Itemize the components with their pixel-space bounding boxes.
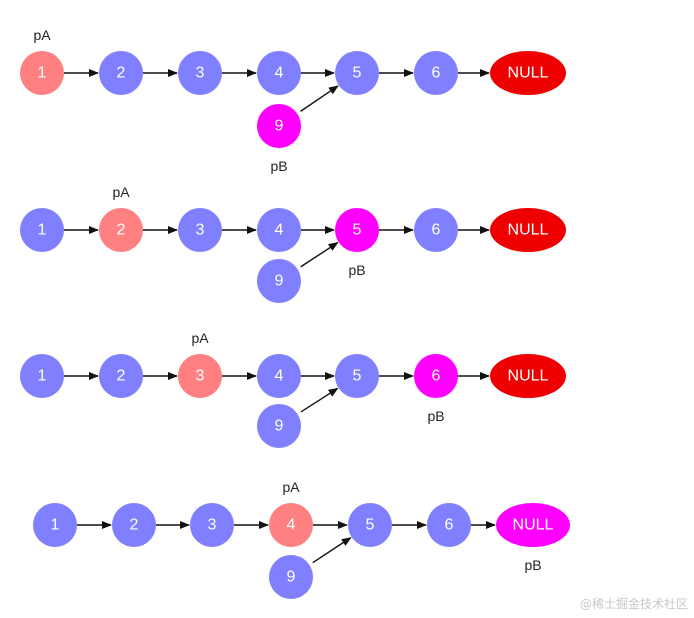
node-3-label: 3 [196, 65, 205, 82]
pointer-pa-label: pA [33, 27, 51, 43]
node-1 [33, 503, 77, 547]
node-3 [190, 503, 234, 547]
node-6-label: 6 [432, 65, 441, 82]
node-4-label: 4 [275, 222, 284, 239]
node-9 [257, 259, 301, 303]
node-2-label: 2 [117, 368, 126, 385]
arrow-9-5 [300, 85, 339, 112]
arrow-9-5 [312, 537, 352, 564]
node-2 [99, 208, 143, 252]
node-5-label: 5 [353, 222, 362, 239]
null-node [490, 208, 566, 252]
node-1 [20, 354, 64, 398]
step-2: 1 2 3 4 5 6 NULL 9 pA pB [20, 184, 566, 303]
node-2-label: 2 [130, 517, 139, 534]
node-5-label: 5 [353, 65, 362, 82]
node-4-label: 4 [275, 65, 284, 82]
node-3-label: 3 [196, 368, 205, 385]
node-1-label: 1 [38, 368, 47, 385]
node-2 [99, 354, 143, 398]
arrow-9-5 [300, 387, 339, 413]
node-4 [257, 208, 301, 252]
node-9 [269, 555, 313, 599]
node-6 [414, 51, 458, 95]
node-3 [178, 208, 222, 252]
node-4 [269, 503, 313, 547]
node-2-label: 2 [117, 65, 126, 82]
pointer-pb-label: pB [427, 408, 444, 424]
node-6 [414, 208, 458, 252]
null-node-label: NULL [508, 65, 549, 82]
pointer-pb-label: pB [348, 262, 365, 278]
node-2 [99, 51, 143, 95]
node-6-label: 6 [432, 368, 441, 385]
pointer-pa-label: pA [282, 479, 300, 495]
node-6 [427, 503, 471, 547]
pointer-pa-label: pA [191, 330, 209, 346]
node-1-label: 1 [38, 65, 47, 82]
node-9-label: 9 [287, 569, 296, 586]
watermark: @稀土掘金技术社区 [580, 596, 688, 611]
node-4-label: 4 [275, 368, 284, 385]
node-1 [20, 208, 64, 252]
node-3-label: 3 [196, 222, 205, 239]
node-2 [112, 503, 156, 547]
null-node-label: NULL [513, 517, 554, 534]
arrow-9-5 [300, 242, 339, 268]
null-node [490, 51, 566, 95]
node-2-label: 2 [117, 222, 126, 239]
node-4 [257, 354, 301, 398]
node-5 [335, 208, 379, 252]
node-5-label: 5 [366, 517, 375, 534]
step-1: 1 2 3 4 5 6 NULL 9 pA pB [20, 27, 566, 174]
null-node [496, 503, 570, 547]
null-node-label: NULL [508, 222, 549, 239]
node-1-label: 1 [51, 517, 60, 534]
node-1-label: 1 [38, 222, 47, 239]
step-4: 1 2 3 4 5 6 NULL 9 pA pB [33, 479, 570, 599]
node-5-label: 5 [353, 368, 362, 385]
node-4 [257, 51, 301, 95]
pointer-pa-label: pA [112, 184, 130, 200]
node-5 [335, 354, 379, 398]
node-1 [20, 51, 64, 95]
node-9-label: 9 [275, 118, 284, 135]
node-9-label: 9 [275, 418, 284, 435]
node-5 [348, 503, 392, 547]
null-node-label: NULL [508, 368, 549, 385]
node-6 [414, 354, 458, 398]
node-3 [178, 354, 222, 398]
node-4-label: 4 [287, 517, 296, 534]
node-9 [257, 104, 301, 148]
pointer-pb-label: pB [270, 158, 287, 174]
null-node [490, 354, 566, 398]
node-9 [257, 404, 301, 448]
node-3 [178, 51, 222, 95]
node-5 [335, 51, 379, 95]
step-3: 1 2 3 4 5 6 NULL 9 pA pB [20, 330, 566, 448]
pointer-pb-label: pB [524, 557, 541, 573]
node-6-label: 6 [432, 222, 441, 239]
node-9-label: 9 [275, 273, 284, 290]
node-6-label: 6 [445, 517, 454, 534]
node-3-label: 3 [208, 517, 217, 534]
